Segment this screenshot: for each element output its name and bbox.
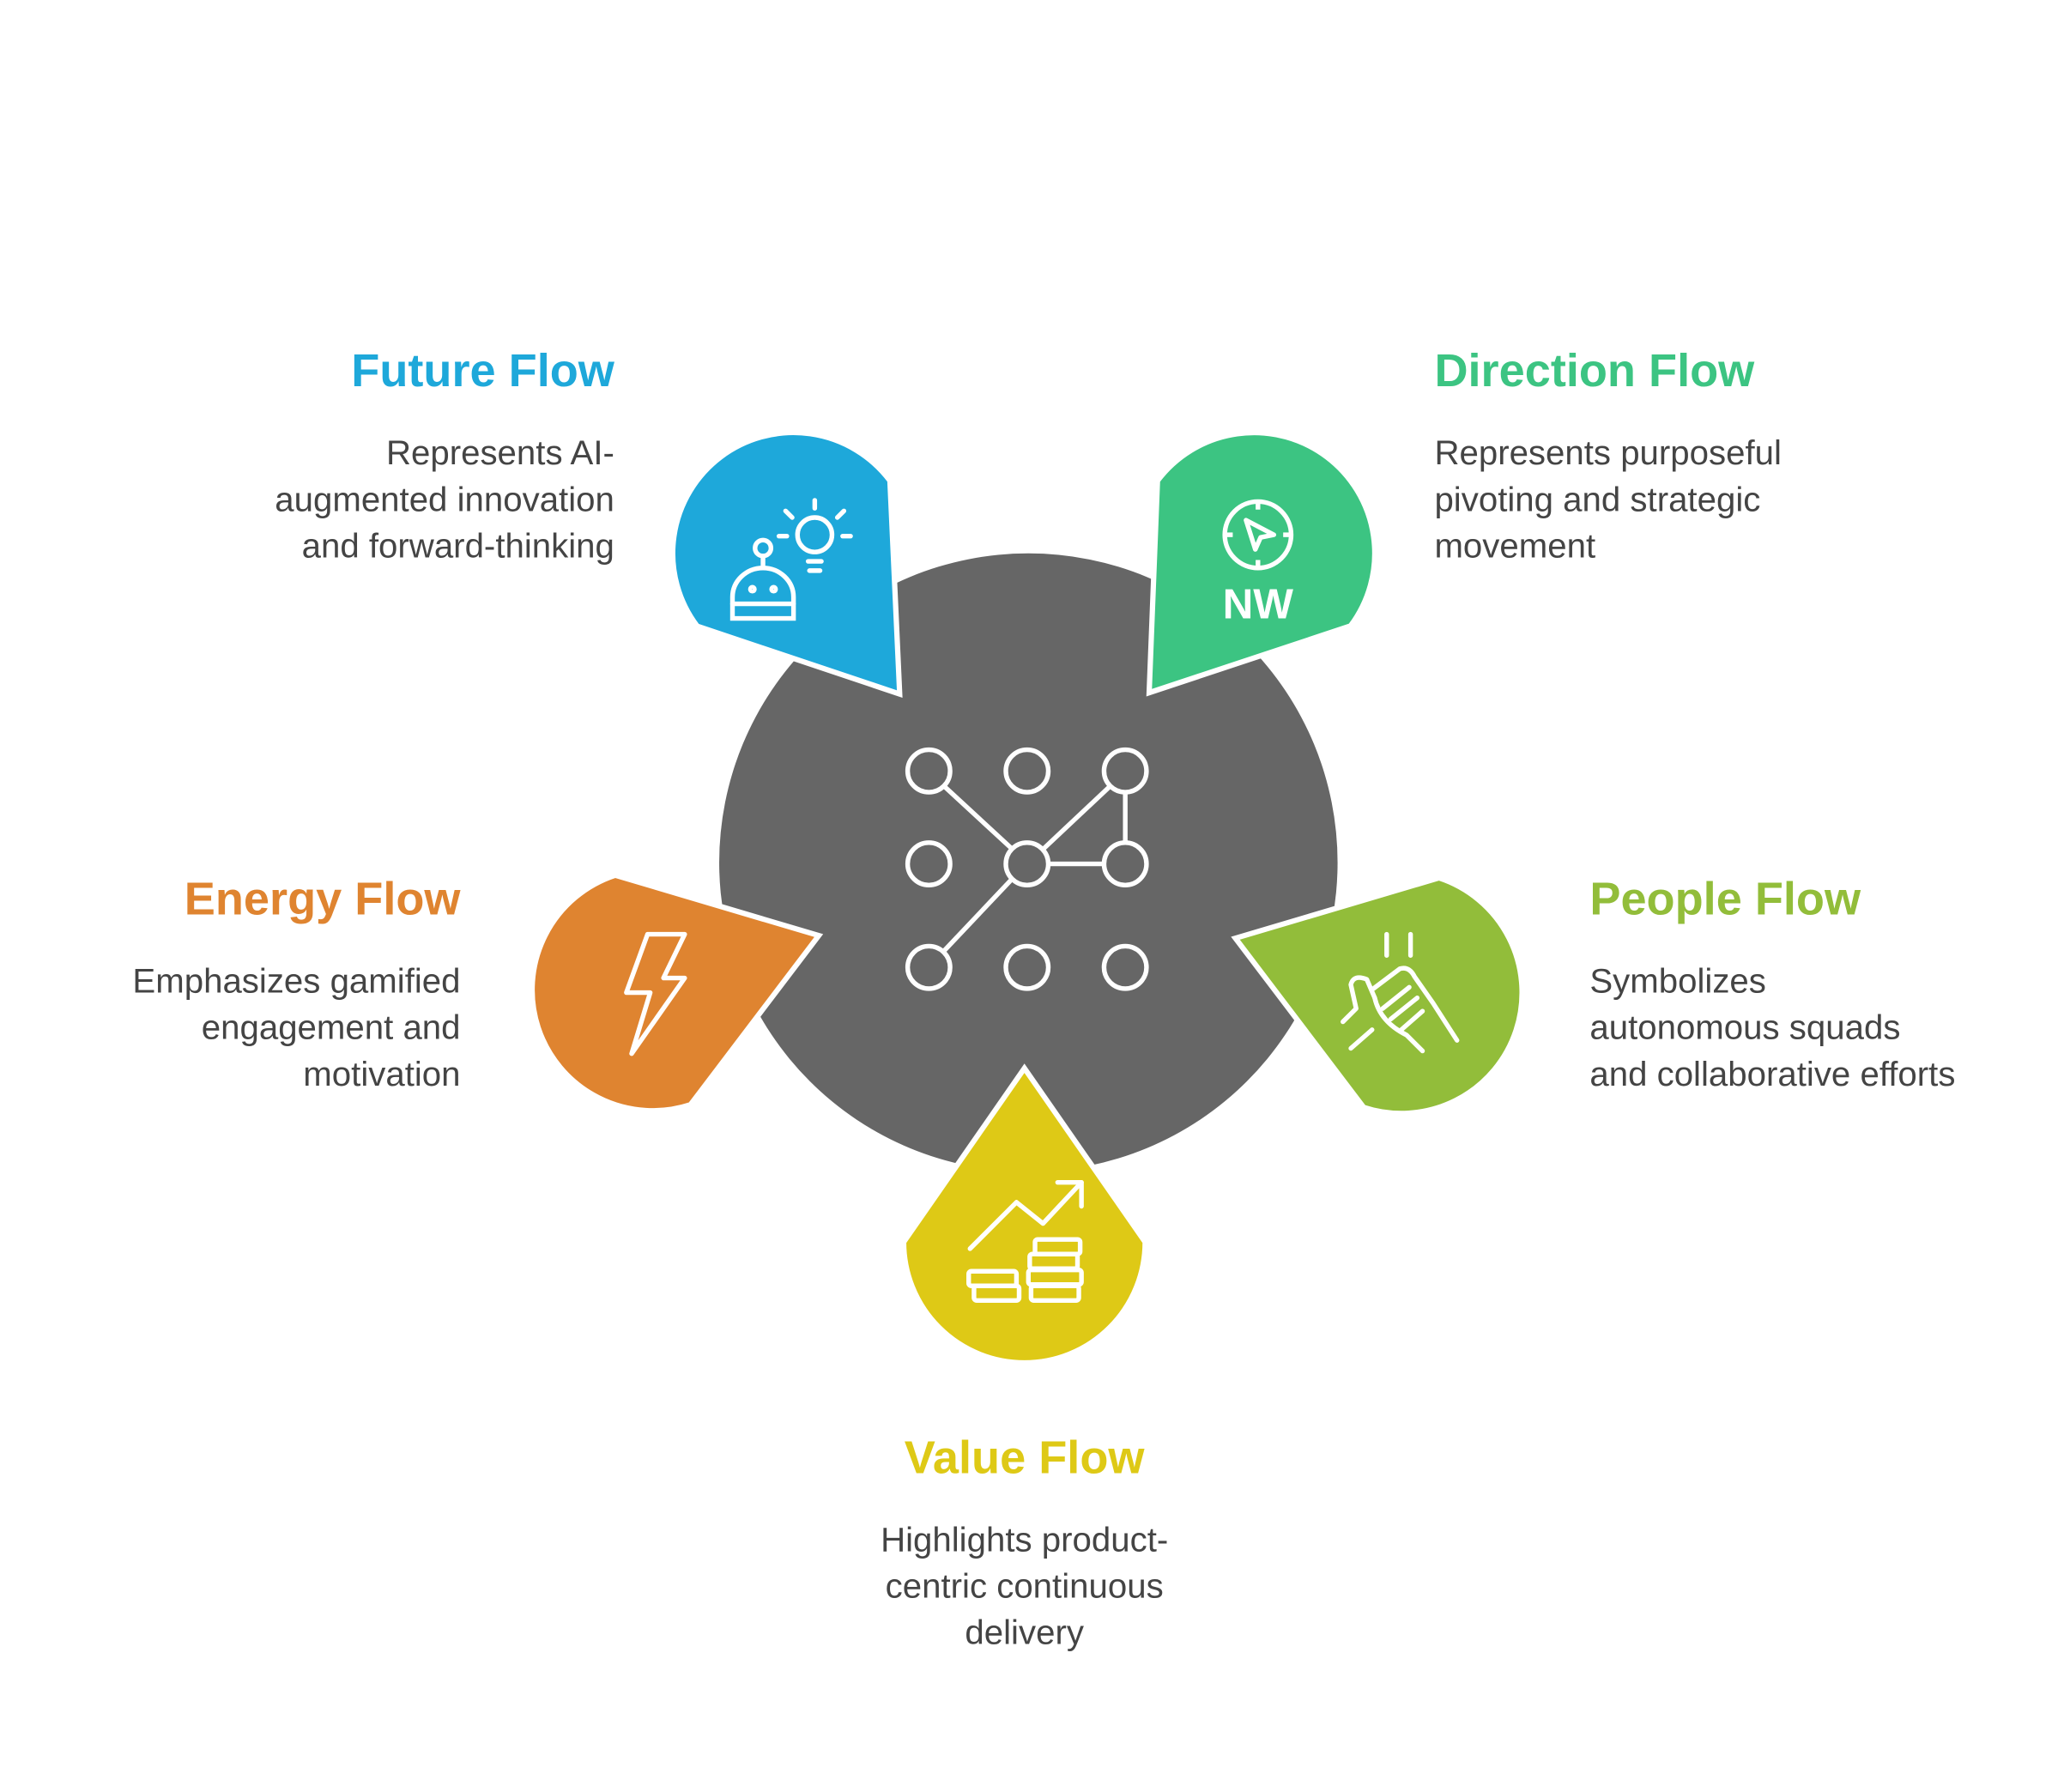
direction-flow-desc: Represents purposeful pivoting and strat… (1434, 433, 1782, 566)
center-circle (719, 553, 1338, 1172)
people-flow-desc: Symbolizes autonomous squads and collabo… (1589, 960, 1956, 1094)
robot-lightbulb-icon (729, 498, 853, 621)
value-flow-block: Value Flow Highlights product- centric c… (806, 1429, 1244, 1656)
energy-flow-title: Energy Flow (184, 873, 461, 925)
people-flow-drop (1231, 875, 1525, 1117)
value-flow-desc: Highlights product- centric continuous d… (881, 1519, 1169, 1653)
lightning-bolt-icon (624, 931, 687, 1056)
value-flow-title: Value Flow (904, 1432, 1145, 1484)
direction-flow-drop (1146, 429, 1377, 697)
direction-flow-block: Direction Flow Represents purposeful piv… (1434, 342, 1872, 569)
energy-flow-block: Energy Flow Emphasizes gamified engageme… (22, 870, 460, 1097)
compass-label: NW (1223, 581, 1294, 628)
people-flow-block: People Flow Symbolizes autonomous squads… (1589, 870, 2067, 1097)
future-flow-desc: Represents AI- augmented innovation and … (275, 433, 614, 566)
growth-coins-icon (966, 1179, 1084, 1303)
future-flow-drop (669, 429, 903, 699)
network-nodes-icon (905, 747, 1149, 991)
future-flow-block: Future Flow Represents AI- augmented inn… (177, 342, 614, 569)
hands-together-icon (1341, 931, 1460, 1054)
direction-flow-title: Direction Flow (1434, 345, 1755, 397)
energy-flow-desc: Emphasizes gamified engagement and motiv… (132, 960, 461, 1094)
value-flow-drop (900, 1063, 1148, 1365)
future-flow-title: Future Flow (351, 345, 614, 397)
people-flow-title: People Flow (1589, 873, 1861, 925)
compass-nw-icon (1222, 499, 1294, 571)
